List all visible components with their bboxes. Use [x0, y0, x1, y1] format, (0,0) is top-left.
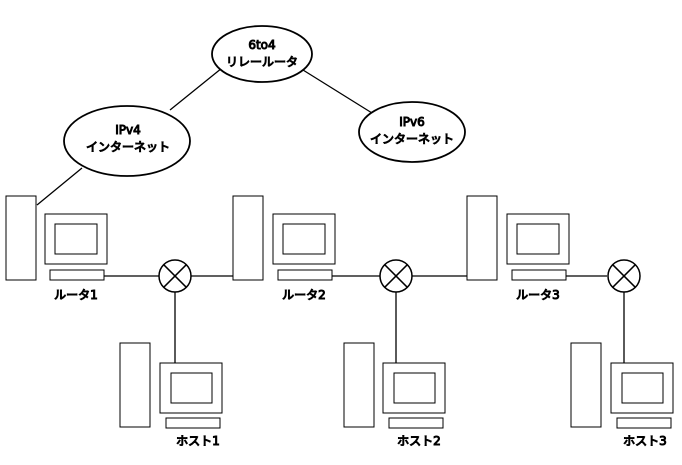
ipv6-internet-cloud: IPv6 インターネット	[358, 101, 466, 163]
link-relay-ipv4	[169, 67, 223, 111]
relay-router-title: 6to4	[248, 38, 275, 52]
router1-tower	[5, 195, 37, 281]
host2-screen	[393, 372, 436, 404]
router2-screen	[282, 223, 326, 255]
router2-keyboard	[277, 269, 333, 281]
host3-label: ホスト3	[623, 434, 667, 448]
relay-router-cloud: 6to4 リレールータ	[211, 25, 313, 83]
host1-station: ホスト1	[119, 342, 223, 449]
ipv4-internet-title: IPv4	[115, 123, 141, 137]
link-ipv4-router1	[36, 167, 83, 206]
link-relay-ipv6	[302, 69, 373, 114]
ipv6-internet-subtitle: インターネット	[370, 132, 454, 146]
host1-tower	[119, 342, 151, 428]
router3-station: ルータ3	[466, 195, 570, 303]
ipv6-internet-ellipse	[358, 101, 466, 163]
router1-keyboard	[49, 269, 105, 281]
host1-keyboard	[165, 417, 221, 429]
ipv6-internet-title: IPv6	[399, 115, 425, 129]
router3-tower	[466, 195, 498, 281]
host1-screen	[170, 372, 213, 404]
host2-tower	[343, 342, 375, 428]
router3-label: ルータ3	[516, 288, 560, 302]
router1-station: ルータ1	[5, 195, 108, 303]
router2-label: ルータ2	[282, 288, 326, 302]
ipv4-internet-subtitle: インターネット	[86, 140, 170, 154]
relay-router-subtitle: リレールータ	[226, 55, 298, 69]
relay-router-ellipse	[211, 25, 313, 83]
hub3-icon	[607, 259, 641, 293]
router2-tower	[232, 195, 264, 281]
router3-keyboard	[511, 269, 567, 281]
ipv4-internet-cloud: IPv4 インターネット	[63, 105, 191, 177]
host3-station: ホスト3	[570, 342, 674, 449]
hub2-icon	[379, 259, 413, 293]
host1-label: ホスト1	[176, 434, 220, 448]
router2-station: ルータ2	[232, 195, 336, 303]
router1-label: ルータ1	[54, 288, 98, 302]
host2-keyboard	[388, 417, 444, 429]
host2-label: ホスト2	[397, 434, 441, 448]
ipv4-internet-ellipse	[63, 105, 191, 177]
router3-screen	[516, 223, 560, 255]
host3-tower	[570, 342, 602, 428]
hub1-icon	[158, 259, 192, 293]
host2-station: ホスト2	[343, 342, 446, 449]
host3-screen	[621, 372, 664, 404]
router1-screen	[54, 223, 98, 255]
host3-keyboard	[616, 417, 672, 429]
